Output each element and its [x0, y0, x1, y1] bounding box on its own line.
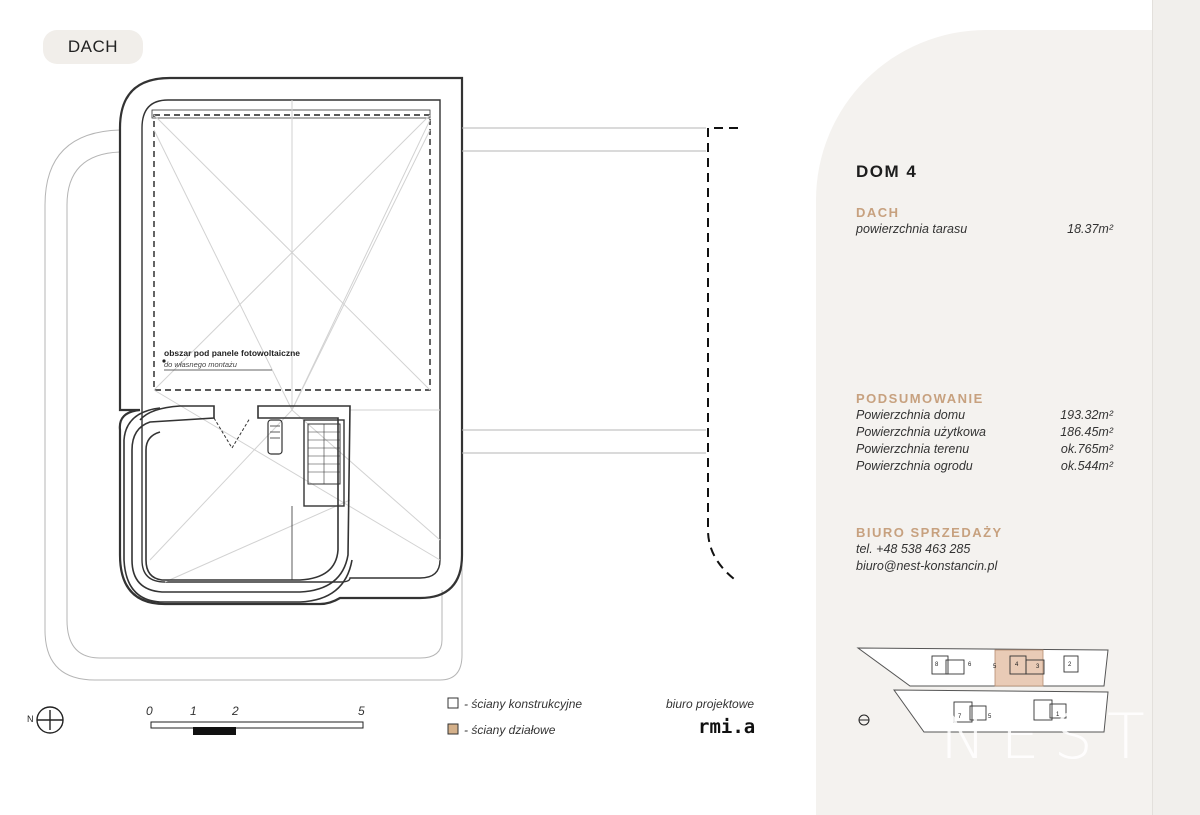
north-arrow-icon — [36, 706, 64, 734]
summary-row: Powierzchnia ogrodu ok.544m² — [856, 458, 1113, 475]
studio-logo: rmi.a — [698, 716, 756, 738]
legend-structural-label: - ściany konstrukcyjne — [464, 697, 583, 711]
scale-tick-5: 5 — [358, 704, 365, 718]
svg-text:6: 6 — [968, 662, 972, 668]
scale-tick-2: 2 — [232, 704, 239, 718]
stair-treads — [308, 424, 340, 484]
garden-inner-outline — [66, 151, 443, 659]
hatch-door — [213, 417, 251, 449]
row-label: Powierzchnia terenu — [856, 442, 970, 456]
site-plan-map: 8 6 5 4 3 2 7 5 1 — [856, 647, 1109, 733]
sales-email[interactable]: biuro@nest-konstancin.pl — [856, 559, 998, 573]
scale-bar — [150, 721, 364, 735]
svg-text:8: 8 — [935, 662, 939, 668]
construction-lines — [149, 100, 441, 583]
terrace-walls — [131, 405, 351, 593]
roof-inner-outline — [141, 99, 441, 583]
svg-text:7: 7 — [958, 714, 962, 720]
row-value: 18.37m² — [1067, 222, 1113, 236]
row-value: ok.765m² — [1060, 442, 1113, 456]
house-title: DOM 4 — [856, 162, 918, 181]
svg-text:4: 4 — [1015, 662, 1019, 668]
row-label: powierzchnia tarasu — [856, 222, 968, 236]
plot-boundary — [707, 127, 739, 583]
legend-partition-swatch — [447, 723, 459, 735]
sales-phone[interactable]: tel. +48 538 463 285 — [856, 542, 971, 556]
scale-tick-0: 0 — [146, 704, 153, 718]
row-label: Powierzchnia użytkowa — [856, 425, 986, 439]
right-edge-strip — [1152, 0, 1200, 815]
pv-area-label: obszar pod panele fotowoltaiczne — [164, 348, 301, 358]
view-tag: DACH — [43, 30, 143, 64]
summary-heading: PODSUMOWANIE — [856, 391, 984, 406]
roof-plan-drawing — [36, 76, 739, 735]
svg-text:1: 1 — [1056, 712, 1060, 718]
sales-office-heading: BIURO SPRZEDAŻY — [856, 525, 1003, 540]
row-value: 193.32m² — [1060, 408, 1113, 422]
roof-heading: DACH — [856, 205, 900, 220]
svg-text:3: 3 — [1036, 664, 1040, 670]
studio-label: biuro projektowe — [666, 697, 755, 711]
scale-tick-1: 1 — [190, 704, 197, 718]
svg-text:2: 2 — [1068, 662, 1072, 668]
nest-watermark: NEST — [940, 700, 1159, 773]
legend-structural-swatch — [447, 697, 459, 709]
pv-area — [153, 114, 431, 391]
row-label: Powierzchnia domu — [856, 408, 966, 422]
pv-area-sublabel: do własnego montażu — [164, 360, 237, 369]
row-label: Powierzchnia ogrodu — [856, 459, 973, 473]
row-value: 186.45m² — [1060, 425, 1113, 439]
svg-text:5: 5 — [988, 714, 992, 720]
north-label: N — [27, 714, 34, 724]
legend-partition-label: - ściany działowe — [464, 723, 556, 737]
roof-outline — [118, 76, 464, 606]
summary-row: Powierzchnia domu 193.32m² — [856, 407, 1113, 424]
summary-row: Powierzchnia terenu ok.765m² — [856, 441, 1113, 458]
connector-lines — [462, 127, 706, 454]
svg-text:5: 5 — [993, 664, 997, 670]
summary-row: Powierzchnia użytkowa 186.45m² — [856, 424, 1113, 441]
row-value: ok.544m² — [1060, 459, 1113, 473]
roof-row-terrace: powierzchnia tarasu 18.37m² — [856, 221, 1113, 238]
garden-outline — [44, 129, 463, 681]
stair-box — [303, 419, 345, 507]
hvac-unit — [267, 419, 283, 455]
